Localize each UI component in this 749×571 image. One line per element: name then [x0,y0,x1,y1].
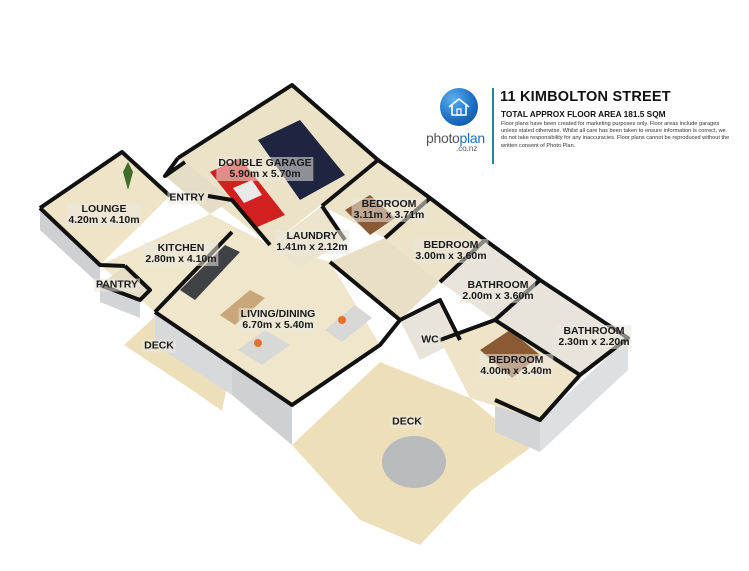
room-name: LAUNDRY [286,230,338,242]
room-name: BEDROOM [423,239,479,251]
logo-circle [440,88,478,126]
living-front-face [232,362,292,445]
logo-wordmark-primary: photo [426,130,460,146]
sofa [238,330,290,365]
plant [123,162,133,190]
disclaimer-text: Floor plans have been created for market… [501,121,730,149]
room-label-deck-2: DECK [390,415,424,429]
room-size: 4.00m x 3.40m [480,365,552,377]
hall-floor [330,238,440,320]
dining-table [220,290,265,325]
property-address: 11 KIMBOLTON STREET [500,89,671,105]
pantry-outer-face [100,285,140,318]
room-name: LOUNGE [81,203,127,215]
room-name: KITCHEN [157,242,205,254]
logo-domain: .co.nz [456,144,478,153]
room-name: BATHROOM [563,325,625,337]
lounge-outer-face [40,208,100,285]
sofa-2 [325,305,372,342]
kitchen-island [180,245,240,300]
logo-wordmark-accent: plan [459,130,486,146]
room-name: DECK [392,415,422,428]
room-name: BEDROOM [488,354,544,366]
right-outer-face [540,338,628,452]
room-size: 2.00m x 3.60m [462,290,534,302]
photoplan-logo: photoplan .co.nz [426,88,490,163]
bedroom-outer-face [495,400,540,452]
header-divider [492,88,494,164]
floor-area: TOTAL APPROX FLOOR AREA 181.5 SQM [501,109,666,119]
room-size: 2.80m x 4.10m [145,253,217,265]
house-icon [448,97,470,116]
room-label-entry: ENTRY [167,191,207,205]
room-name: LIVING/DINING [240,308,316,320]
room-size: 3.00m x 3.60m [415,250,487,262]
room-label-wc: WC [419,333,441,347]
room-size: 5.90m x 5.70m [229,168,301,180]
cushion [338,316,346,324]
room-name: BEDROOM [361,198,417,210]
deck-umbrella [382,436,446,488]
room-name: WC [421,333,439,346]
room-name: PANTRY [96,278,138,291]
room-size: 3.11m x 3.71m [353,209,425,221]
room-name: ENTRY [169,191,205,204]
room-size: 4.20m x 4.10m [68,214,140,226]
listing-header: photoplan .co.nz 11 KIMBOLTON STREET TOT… [426,88,730,168]
deck-left [124,312,232,411]
room-size: 2.30m x 2.20m [558,336,630,348]
room-name: BATHROOM [467,279,529,291]
entry-floor [165,162,232,214]
room-label-deck-1: DECK [142,339,176,353]
living-outer-face [155,312,232,395]
room-name: DECK [144,339,174,352]
logo-wordmark: photoplan [426,130,485,146]
room-size: 6.70m x 5.40m [242,319,314,331]
room-size: 1.41m x 2.12m [276,241,348,253]
car-red-roof [233,180,262,203]
room-label-pantry: PANTRY [94,278,140,292]
room-name: DOUBLE GARAGE [218,157,312,169]
cushion [254,339,262,347]
